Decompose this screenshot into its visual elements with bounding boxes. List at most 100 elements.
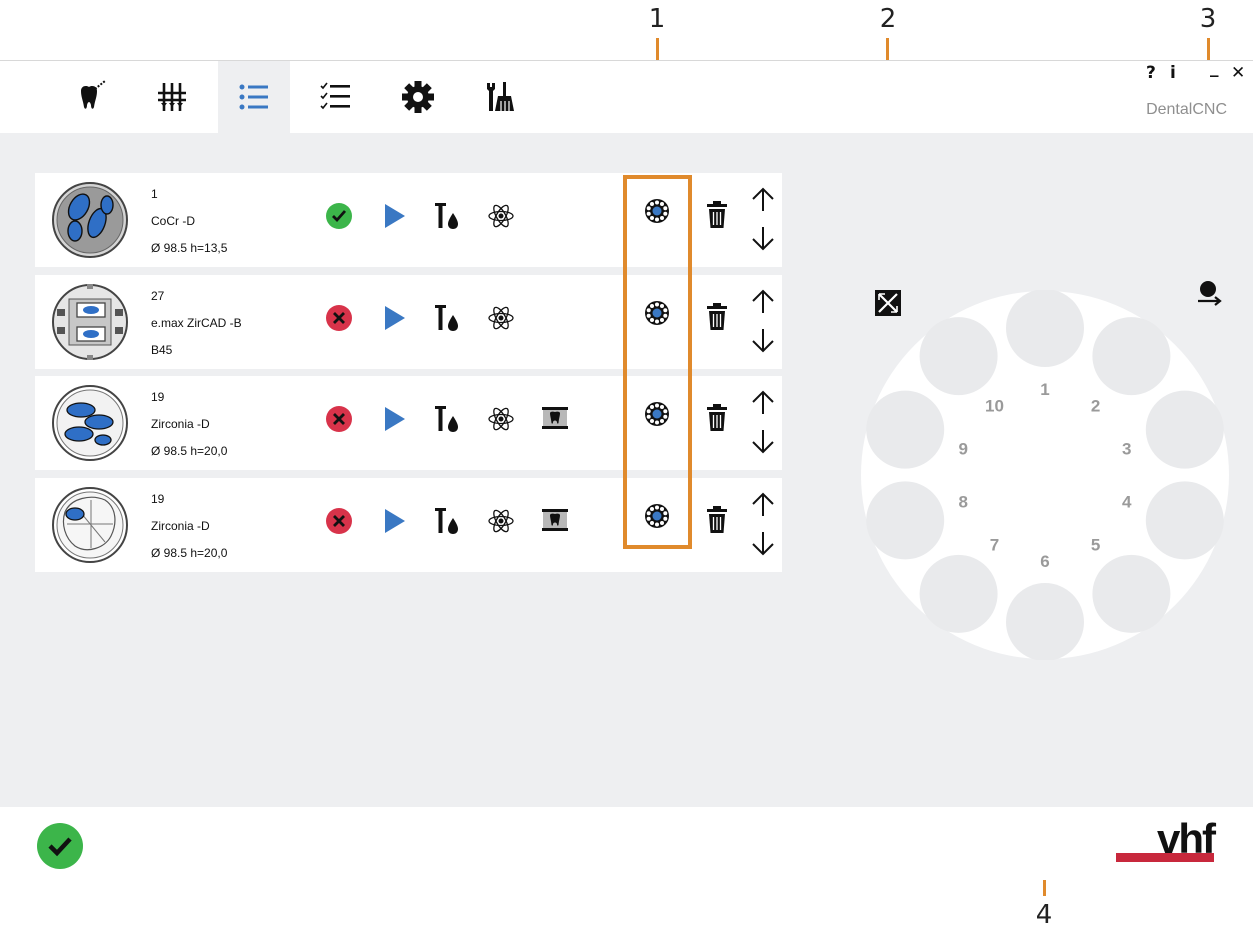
play-icon[interactable] bbox=[383, 406, 407, 432]
callout-4: 4 bbox=[1035, 900, 1053, 930]
job-material: Zirconia -D bbox=[151, 519, 210, 533]
move-up-icon[interactable] bbox=[751, 390, 775, 416]
callout-1: 1 bbox=[648, 4, 666, 34]
info-button[interactable]: i bbox=[1170, 63, 1176, 83]
play-icon[interactable] bbox=[383, 203, 407, 229]
job-position: 19 bbox=[151, 390, 165, 404]
atom-icon[interactable] bbox=[487, 405, 515, 433]
tooth-tool-icon bbox=[81, 80, 106, 109]
tool-coolant-icon[interactable] bbox=[433, 201, 461, 231]
move-down-icon[interactable] bbox=[751, 428, 775, 454]
move-up-icon[interactable] bbox=[751, 289, 775, 315]
job-row[interactable]: 19 Zirconia -D Ø 98.5 h=20,0 bbox=[35, 376, 782, 470]
tab-checklist[interactable] bbox=[300, 61, 372, 133]
carousel-slot-3[interactable] bbox=[1145, 390, 1224, 469]
carousel-slot-label: 8 bbox=[958, 493, 967, 512]
carousel-slot-label: 2 bbox=[1091, 396, 1100, 415]
minimize-button[interactable]: _ bbox=[1210, 58, 1219, 78]
status-error-icon bbox=[326, 406, 352, 432]
tooth-preview-icon[interactable] bbox=[541, 406, 569, 430]
atom-icon[interactable] bbox=[487, 304, 515, 332]
status-ok-icon bbox=[326, 203, 352, 229]
carousel-assign-icon[interactable] bbox=[644, 401, 670, 427]
atom-icon[interactable] bbox=[487, 507, 515, 535]
close-button[interactable]: ✕ bbox=[1231, 63, 1246, 83]
move-up-icon[interactable] bbox=[751, 492, 775, 518]
tooth-preview-icon[interactable] bbox=[541, 508, 569, 532]
checklist-icon bbox=[320, 82, 350, 110]
carousel-assign-icon[interactable] bbox=[644, 198, 670, 224]
callout-1-highlight bbox=[623, 175, 692, 549]
carousel-slot-label: 4 bbox=[1122, 493, 1132, 512]
tool-coolant-icon[interactable] bbox=[433, 404, 461, 434]
carousel-slot-label: 9 bbox=[958, 439, 967, 458]
carousel-slot-10[interactable] bbox=[919, 317, 998, 396]
callout-2: 2 bbox=[879, 4, 897, 34]
move-up-icon[interactable] bbox=[751, 187, 775, 213]
gear-icon bbox=[402, 81, 434, 113]
tab-settings[interactable] bbox=[382, 61, 454, 133]
move-down-icon[interactable] bbox=[751, 225, 775, 251]
blank-disc-thumbnail bbox=[52, 385, 128, 461]
job-shade: B45 bbox=[151, 343, 173, 357]
carousel-assign-icon[interactable] bbox=[644, 300, 670, 326]
move-down-icon[interactable] bbox=[751, 327, 775, 353]
job-material: Zirconia -D bbox=[151, 417, 210, 431]
trash-icon[interactable] bbox=[706, 303, 728, 331]
tab-maintenance[interactable] bbox=[464, 61, 536, 133]
status-ok-icon bbox=[37, 823, 83, 869]
trash-icon[interactable] bbox=[706, 506, 728, 534]
maintenance-tools-icon bbox=[487, 82, 514, 111]
carousel-slot-7[interactable] bbox=[919, 554, 998, 633]
carousel-slot-9[interactable] bbox=[866, 390, 945, 469]
callout-3: 3 bbox=[1199, 4, 1217, 34]
assign-user-icon[interactable] bbox=[1196, 279, 1224, 307]
help-button[interactable]: ? bbox=[1146, 63, 1156, 83]
job-row[interactable]: 27 e.max ZirCAD -B B45 bbox=[35, 275, 782, 369]
carousel-slot-8[interactable] bbox=[866, 481, 945, 560]
carousel-slot-6[interactable] bbox=[1006, 583, 1084, 660]
carousel-slot-4[interactable] bbox=[1145, 481, 1224, 560]
move-down-icon[interactable] bbox=[751, 530, 775, 556]
sliders-icon bbox=[158, 83, 186, 111]
carousel-slot-2[interactable] bbox=[1092, 317, 1171, 396]
logo-bar bbox=[1116, 853, 1214, 862]
job-position: 27 bbox=[151, 289, 165, 303]
job-list-icon bbox=[239, 84, 268, 110]
carousel-slot-label: 10 bbox=[985, 396, 1004, 415]
tool-coolant-icon[interactable] bbox=[433, 303, 461, 333]
play-icon[interactable] bbox=[383, 305, 407, 331]
job-position: 1 bbox=[151, 187, 158, 201]
brand-label: DentalCNC bbox=[1146, 101, 1227, 118]
carousel-slot-1[interactable] bbox=[1006, 290, 1084, 367]
tab-job-list[interactable] bbox=[218, 61, 290, 133]
job-dimensions: Ø 98.5 h=20,0 bbox=[151, 444, 228, 458]
tab-settings-sliders[interactable] bbox=[136, 61, 208, 133]
job-material: e.max ZirCAD -B bbox=[151, 316, 242, 330]
job-dimensions: Ø 98.5 h=13,5 bbox=[151, 241, 228, 255]
status-bar: vhf bbox=[0, 807, 1253, 880]
carousel-slot-label: 6 bbox=[1040, 552, 1049, 571]
carousel-slot-5[interactable] bbox=[1092, 554, 1171, 633]
clear-carousel-icon[interactable] bbox=[874, 289, 902, 317]
toolbar: ? i _ ✕ DentalCNC bbox=[0, 58, 1253, 133]
carousel-slot-label: 7 bbox=[990, 536, 999, 555]
job-row[interactable]: 19 Zirconia -D Ø 98.5 h=20,0 bbox=[35, 478, 782, 572]
job-dimensions: Ø 98.5 h=20,0 bbox=[151, 546, 228, 560]
trash-icon[interactable] bbox=[706, 404, 728, 432]
tool-coolant-icon[interactable] bbox=[433, 506, 461, 536]
play-icon[interactable] bbox=[383, 508, 407, 534]
status-error-icon bbox=[326, 508, 352, 534]
job-row[interactable]: 1 CoCr -D Ø 98.5 h=13,5 bbox=[35, 173, 782, 267]
carousel-assign-icon[interactable] bbox=[644, 503, 670, 529]
trash-icon[interactable] bbox=[706, 201, 728, 229]
job-material: CoCr -D bbox=[151, 214, 195, 228]
job-position: 19 bbox=[151, 492, 165, 506]
tab-dental[interactable] bbox=[55, 61, 127, 133]
blank-disc-thumbnail bbox=[52, 487, 128, 563]
blank-disc-thumbnail bbox=[52, 182, 128, 258]
atom-icon[interactable] bbox=[487, 202, 515, 230]
vhf-logo: vhf bbox=[1116, 815, 1216, 865]
